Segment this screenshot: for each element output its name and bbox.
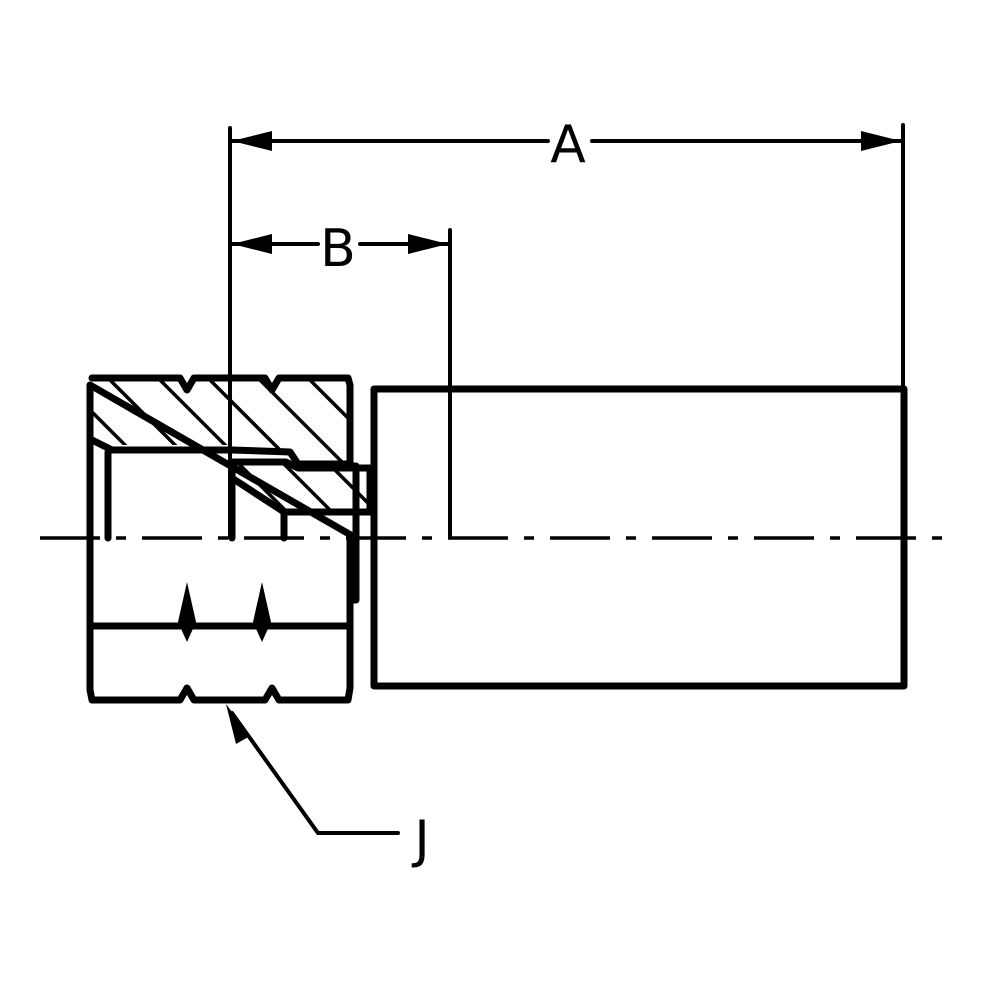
ferrule-body bbox=[370, 385, 908, 690]
dimension-a: A bbox=[230, 115, 903, 175]
callout-j: J bbox=[226, 704, 430, 870]
dimension-b: B bbox=[230, 219, 450, 279]
dimension-b-label: B bbox=[320, 219, 356, 279]
dimension-a-arrow-right bbox=[861, 131, 901, 151]
callout-j-arrow bbox=[226, 704, 250, 744]
nut-shoulder-line bbox=[228, 446, 354, 468]
stem-outline bbox=[228, 458, 374, 542]
stem bbox=[228, 458, 374, 608]
callout-j-label: J bbox=[411, 810, 429, 870]
stem-section-hatch bbox=[232, 460, 370, 512]
callout-j-leader bbox=[230, 711, 400, 835]
dimension-b-arrow-right bbox=[408, 234, 448, 254]
dimension-a-label: A bbox=[550, 115, 586, 175]
dimension-a-arrow-left bbox=[232, 131, 272, 151]
nut-section-hatch bbox=[92, 380, 348, 463]
nut-hex-corner-mark-1 bbox=[178, 582, 196, 642]
nut-hex-corner-mark-2 bbox=[253, 582, 271, 642]
stem-seat-line bbox=[228, 474, 288, 516]
nut-thread-root-line bbox=[88, 436, 236, 454]
dimension-b-arrow-left bbox=[232, 234, 272, 254]
